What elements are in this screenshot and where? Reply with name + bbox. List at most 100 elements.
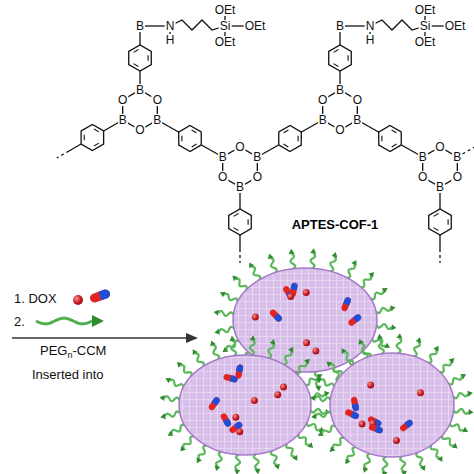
atom-label: O bbox=[334, 124, 345, 136]
dox-sphere bbox=[287, 293, 294, 300]
arrow-head bbox=[186, 333, 198, 343]
atom-label: B bbox=[118, 114, 128, 126]
dox-sphere bbox=[251, 397, 258, 404]
dox-capsule bbox=[220, 412, 233, 428]
dox-capsule bbox=[368, 423, 384, 434]
phenyl-rings bbox=[81, 45, 451, 235]
atom-label: O bbox=[417, 171, 428, 183]
dox-sphere bbox=[232, 414, 239, 421]
atom-label: B bbox=[235, 181, 245, 193]
atom-label: O bbox=[352, 94, 363, 106]
reagent-label: -CCM bbox=[72, 344, 106, 357]
atom-label: B bbox=[335, 84, 345, 96]
atom-label: B bbox=[135, 84, 145, 96]
atom-label: OEt bbox=[444, 20, 467, 32]
dox-capsule bbox=[399, 419, 414, 433]
atom-label: O bbox=[234, 141, 245, 153]
atom-label: N bbox=[165, 20, 176, 32]
cof-particle bbox=[310, 333, 473, 474]
atom-label: O bbox=[152, 94, 163, 106]
atom-label: O bbox=[134, 124, 145, 136]
bond bbox=[357, 120, 422, 157]
atom-label: B bbox=[352, 114, 362, 126]
benzene-ring bbox=[129, 45, 152, 71]
benzene-ring bbox=[379, 126, 402, 152]
atom-label: N bbox=[365, 20, 376, 32]
benzene-ring bbox=[329, 45, 352, 71]
bond bbox=[257, 120, 322, 157]
atom-label: H bbox=[165, 34, 176, 46]
bond bbox=[69, 120, 123, 151]
benzene-ring bbox=[179, 126, 202, 152]
reagent-name: PEGn-CCM bbox=[40, 344, 106, 357]
atom-label: O bbox=[217, 171, 228, 183]
dox-sphere bbox=[252, 314, 259, 321]
dox-sphere bbox=[236, 428, 243, 435]
structure-name: APTES-COF-1 bbox=[292, 218, 379, 231]
atom-label: OEt bbox=[244, 20, 267, 32]
dox-sphere bbox=[73, 295, 83, 305]
atom-label: B bbox=[435, 181, 445, 193]
dox-sphere bbox=[280, 383, 287, 390]
dox-sphere bbox=[274, 391, 281, 398]
atom-label: O bbox=[434, 141, 445, 153]
boroxine-rings bbox=[123, 90, 458, 187]
propyl-chain bbox=[370, 20, 425, 30]
subscript: n bbox=[67, 351, 72, 360]
dox-sphere bbox=[359, 421, 366, 428]
reaction-arrow bbox=[12, 337, 188, 339]
bond bbox=[157, 120, 222, 157]
atom-label: O bbox=[317, 94, 328, 106]
atom-label: OEt bbox=[414, 36, 437, 48]
atom-label: B bbox=[135, 20, 145, 32]
dox-capsule bbox=[347, 313, 362, 327]
peg-chain bbox=[36, 318, 92, 324]
benzene-ring bbox=[229, 209, 252, 235]
atom-label: B bbox=[218, 151, 228, 163]
dox-sphere bbox=[312, 347, 319, 354]
reagent-label: 2. bbox=[14, 315, 25, 328]
dox-capsule bbox=[269, 308, 284, 323]
dox-sphere bbox=[303, 289, 310, 296]
dox-capsule bbox=[341, 296, 352, 312]
dox-capsule bbox=[89, 288, 112, 304]
atom-label: B bbox=[252, 151, 262, 163]
benzene-ring bbox=[81, 125, 104, 151]
atom-label: B bbox=[318, 114, 328, 126]
atom-label: O bbox=[252, 171, 263, 183]
reagent-icons bbox=[12, 288, 198, 343]
bonds bbox=[57, 10, 474, 263]
ccm-head bbox=[92, 315, 104, 327]
atom-label: Si bbox=[419, 20, 432, 32]
dox-capsule bbox=[208, 396, 221, 411]
dox-capsule bbox=[228, 421, 243, 435]
atom-label: OEt bbox=[214, 4, 237, 16]
dox-sphere bbox=[367, 381, 374, 388]
atom-label: Si bbox=[219, 20, 232, 32]
atom-label: OEt bbox=[214, 36, 237, 48]
benzene-ring bbox=[279, 126, 302, 152]
dangling-bond bbox=[439, 249, 440, 263]
dox-capsule bbox=[235, 364, 244, 379]
dox-capsule bbox=[351, 396, 360, 411]
dox-sphere bbox=[417, 389, 424, 396]
reagent-label: 1. DOX bbox=[14, 292, 57, 305]
propyl-chain bbox=[170, 20, 225, 30]
reagent-label: PEG bbox=[40, 344, 67, 357]
cof-particle bbox=[160, 335, 331, 474]
atom-label: B bbox=[418, 151, 428, 163]
atom-label: B bbox=[152, 114, 162, 126]
atom-label: O bbox=[452, 171, 463, 183]
dox-sphere bbox=[303, 339, 310, 346]
atom-label: H bbox=[365, 34, 376, 46]
atom-label: OEt bbox=[414, 4, 437, 16]
benzene-ring bbox=[429, 209, 452, 235]
dangling-bond bbox=[57, 151, 69, 158]
dox-sphere bbox=[393, 437, 400, 444]
atom-label: O bbox=[117, 94, 128, 106]
dangling-bond bbox=[239, 249, 240, 263]
reagent-label: Inserted into bbox=[32, 368, 104, 381]
atom-label: B bbox=[335, 20, 345, 32]
atom-label: B bbox=[452, 151, 462, 163]
